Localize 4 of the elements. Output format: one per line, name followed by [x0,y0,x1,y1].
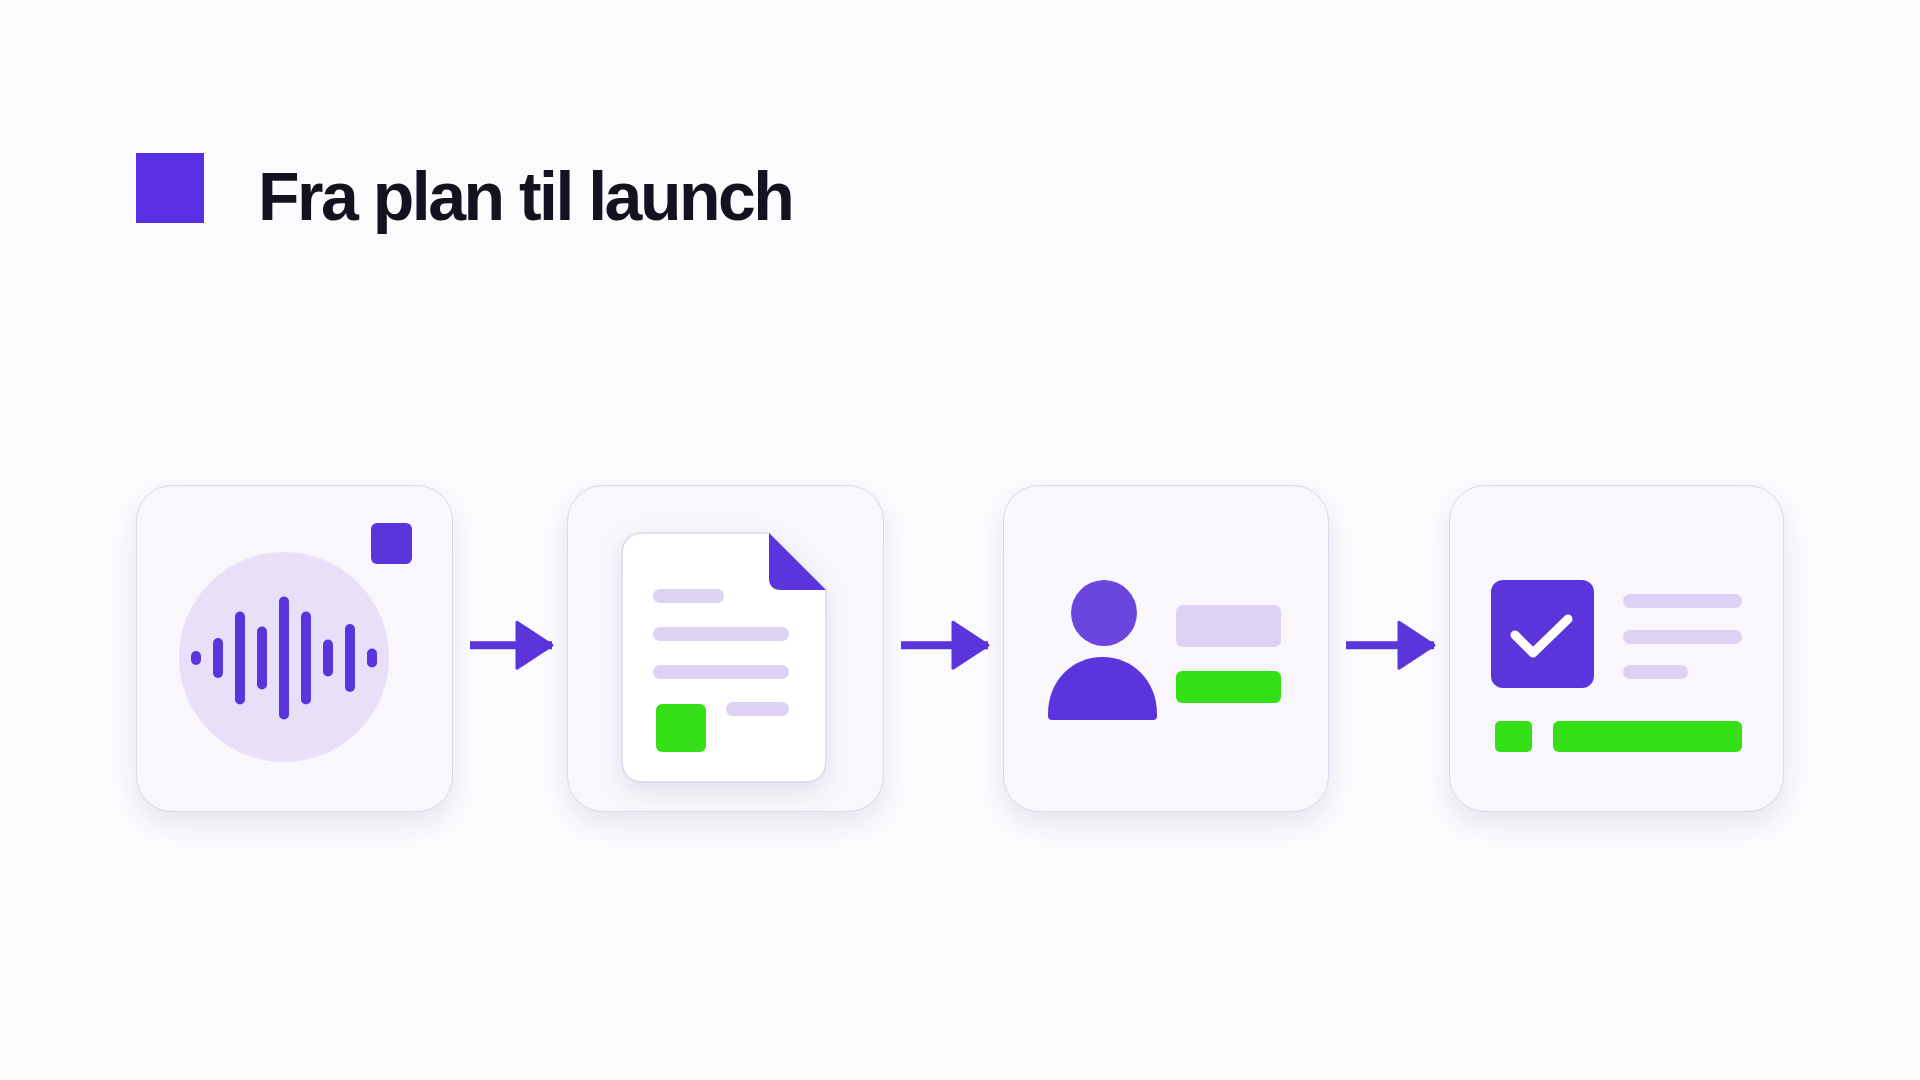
process-card [1449,485,1784,812]
process-card [1003,485,1329,812]
process-card [136,485,453,812]
process-card [567,485,884,812]
